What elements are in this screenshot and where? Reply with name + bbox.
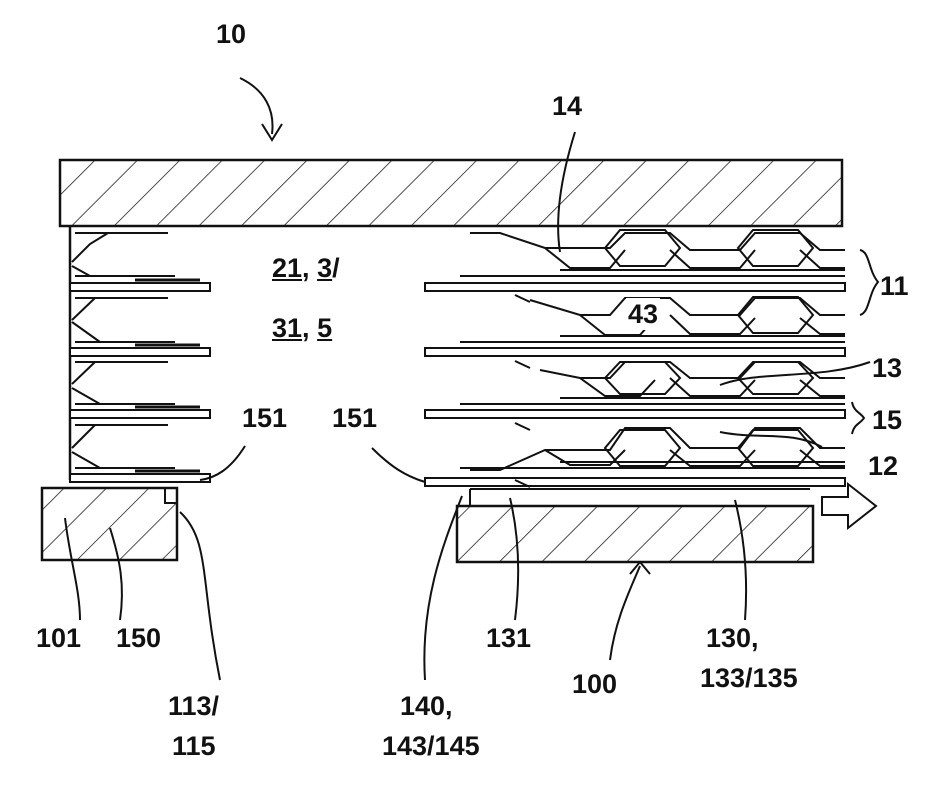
label-10: 10 <box>216 18 246 50</box>
label-31-comma: , <box>302 313 310 343</box>
left-support-block <box>42 488 177 560</box>
label-3-slash: / <box>332 253 340 283</box>
outflow-arrow <box>822 484 876 528</box>
label-43: 43 <box>626 298 660 330</box>
label-31: 31 <box>272 313 302 343</box>
label-130: 130, <box>706 622 759 654</box>
label-15: 15 <box>872 404 902 436</box>
left-cell-stack <box>70 226 210 482</box>
label-151-left: 151 <box>242 402 287 434</box>
label-21: 21 <box>272 253 302 283</box>
label-151-right: 151 <box>332 402 377 434</box>
label-115: 115 <box>172 730 216 762</box>
label-14: 14 <box>552 90 582 122</box>
label-21-3: 21, 3/ <box>272 252 340 284</box>
label-5: 5 <box>317 313 332 343</box>
label-11: 11 <box>880 270 909 302</box>
label-100: 100 <box>572 668 617 700</box>
label-21-comma: , <box>302 253 310 283</box>
right-cell-stack <box>425 230 845 487</box>
label-131: 131 <box>486 622 531 654</box>
top-plate <box>60 160 842 226</box>
label-3: 3 <box>317 253 332 283</box>
label-150: 150 <box>116 622 161 654</box>
label-113: 113/ <box>168 690 219 722</box>
label-140: 140, <box>400 690 453 722</box>
label-13: 13 <box>872 352 902 384</box>
label-133-135: 133/135 <box>700 662 798 694</box>
label-31-5: 31, 5 <box>272 312 332 344</box>
label-143-145: 143/145 <box>382 730 480 762</box>
label-101: 101 <box>36 622 81 654</box>
label-12: 12 <box>868 450 898 482</box>
